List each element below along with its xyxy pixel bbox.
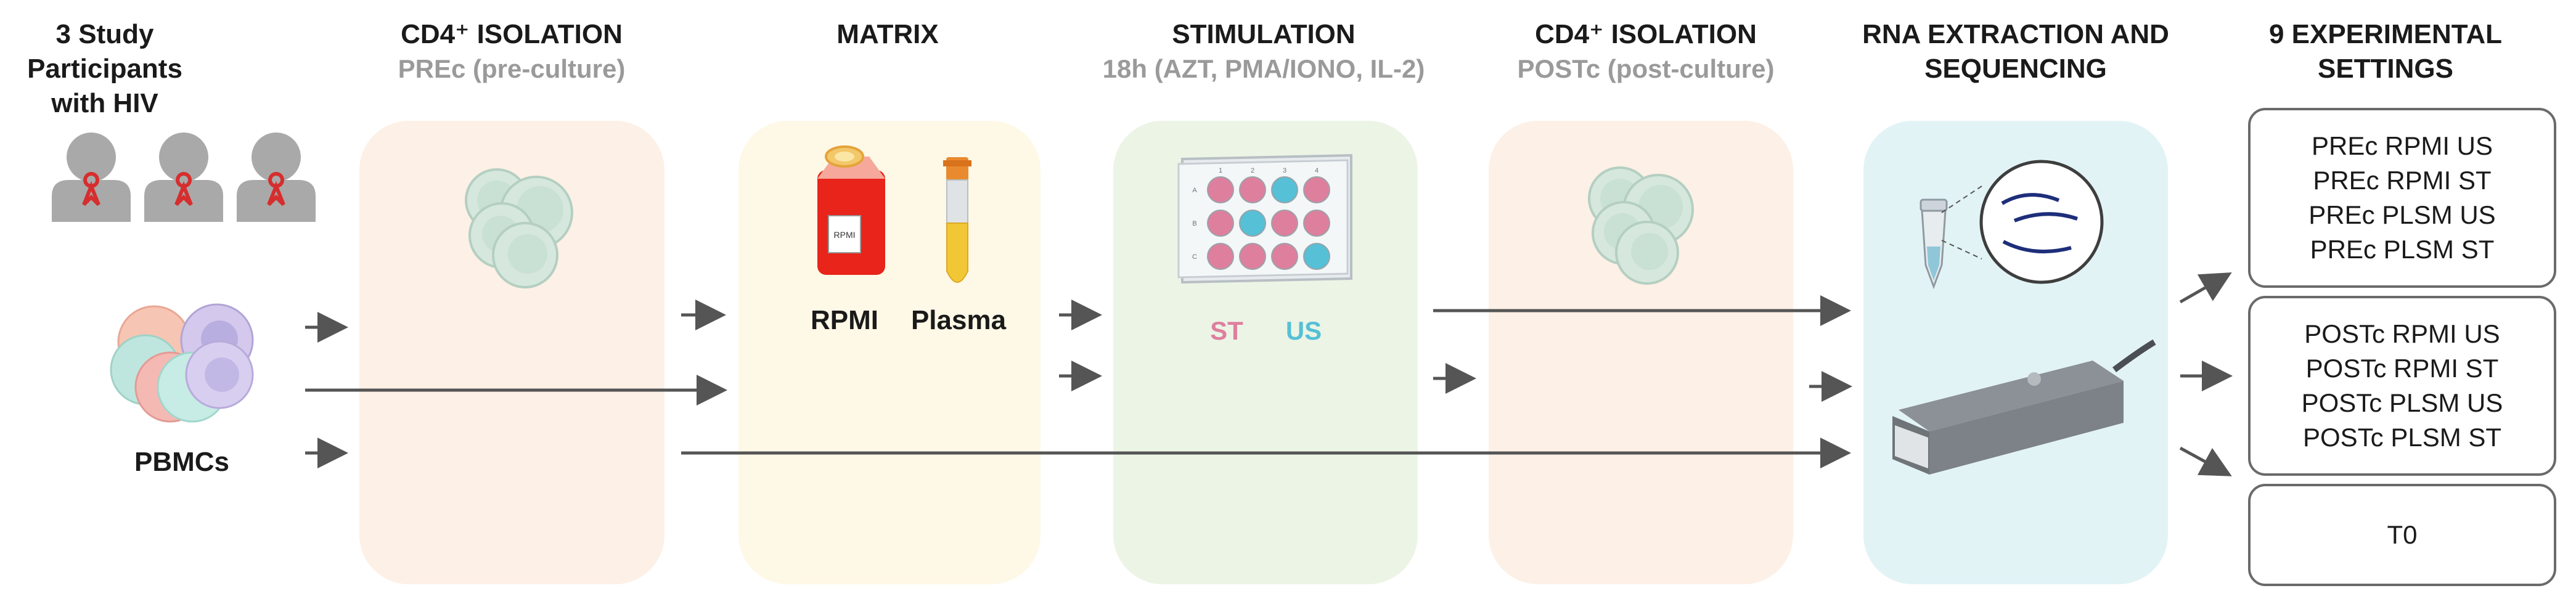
pbmc-cluster-icon — [110, 303, 254, 423]
rpmi-bottle-icon — [817, 145, 885, 275]
isolation-pre-subtitle: PREc (pre-culture) — [398, 54, 626, 83]
settings-box-t0: T0 — [2248, 484, 2556, 586]
rpmi-label: RPMI — [811, 305, 878, 335]
us-label: US — [1285, 316, 1322, 345]
setting-item: PREc RPMI US — [2311, 131, 2493, 160]
stimulation-subtitle: 18h (AZT, PMA/IONO, IL-2) — [1102, 54, 1425, 83]
eppendorf-tube-icon — [1920, 198, 1948, 290]
header-stimulation: STIMULATION 18h (AZT, PMA/IONO, IL-2) — [1048, 17, 1479, 86]
setting-item: PREc PLSM US — [2308, 200, 2496, 229]
plate-row-label: B — [1192, 220, 1196, 227]
plate-well — [1239, 243, 1266, 270]
participant-icon — [52, 133, 131, 222]
plate-well — [1207, 243, 1234, 270]
participant-icon — [237, 133, 316, 222]
settings-box-pre: PREc RPMI US PREc RPMI ST PREc PLSM US P… — [2248, 108, 2556, 288]
matrix-title: MATRIX — [836, 19, 939, 49]
header-matrix: MATRIX — [740, 17, 1036, 52]
plate-well — [1303, 176, 1330, 203]
isolation-post-subtitle: POSTc (post-culture) — [1517, 54, 1775, 83]
plate-well — [1239, 176, 1266, 203]
isolation-pre-title: CD4⁺ ISOLATION — [401, 19, 623, 49]
plate-well — [1271, 176, 1298, 203]
cd4-cells-pre-icon — [465, 168, 573, 288]
header-settings: 9 EXPERIMENTAL SETTINGS — [2231, 17, 2540, 86]
setting-item: PREc RPMI ST — [2313, 166, 2492, 195]
plate-row-label: C — [1192, 253, 1197, 261]
settings-box-post: POSTc RPMI US POSTc RPMI ST POSTc PLSM U… — [2248, 296, 2556, 476]
plate-well — [1303, 210, 1330, 237]
plate-well — [1207, 210, 1234, 237]
st-label: ST — [1210, 316, 1243, 345]
setting-item-t0: T0 — [2387, 520, 2418, 549]
plate-well — [1271, 243, 1298, 270]
pbmcs-label: PBMCs — [134, 447, 230, 477]
header-rna: RNA EXTRACTION AND SEQUENCING — [1862, 17, 2170, 86]
header-isolation-pre: CD4⁺ ISOLATION PREc (pre-culture) — [345, 17, 678, 86]
header-isolation-post: CD4⁺ ISOLATION POSTc (post-culture) — [1479, 17, 1812, 86]
plate-row-label: A — [1192, 187, 1197, 194]
participant-icon — [144, 133, 223, 222]
setting-item: POSTc PLSM US — [2301, 388, 2503, 417]
plasma-tube-icon — [943, 157, 971, 283]
plate-column-label: 4 — [1315, 167, 1319, 174]
setting-item: POSTc RPMI US — [2304, 319, 2500, 348]
rna-title: RNA EXTRACTION AND SEQUENCING — [1862, 19, 2169, 84]
header-participants: 3 Study Participants with HIV — [0, 17, 210, 121]
panel-matrix — [738, 121, 1041, 584]
plasma-label: Plasma — [910, 305, 1007, 335]
plate-well — [1303, 243, 1330, 270]
plate-well — [1207, 176, 1234, 203]
participants-title: 3 Study Participants with HIV — [27, 19, 182, 118]
flow-arrows — [305, 272, 2233, 476]
plate-column-label: 1 — [1219, 167, 1222, 174]
setting-item: POSTc RPMI ST — [2305, 354, 2499, 383]
rna-molecule-icon — [1941, 160, 2104, 284]
bottle-label-text: RPMI — [834, 230, 856, 240]
setting-item: POSTc PLSM ST — [2302, 423, 2502, 452]
plate-column-label: 3 — [1283, 167, 1286, 174]
well-plate-icon — [1177, 153, 1352, 284]
settings-title: 9 EXPERIMENTAL SETTINGS — [2268, 19, 2503, 84]
isolation-post-title: CD4⁺ ISOLATION — [1535, 19, 1757, 49]
stimulation-title: STIMULATION — [1172, 19, 1355, 49]
setting-item: PREc PLSM ST — [2310, 235, 2495, 264]
plate-column-label: 2 — [1251, 167, 1254, 174]
cd4-cells-post-icon — [1588, 166, 1694, 285]
plate-well — [1271, 210, 1298, 237]
plate-well — [1239, 210, 1266, 237]
sequencer-icon — [1892, 339, 2156, 475]
